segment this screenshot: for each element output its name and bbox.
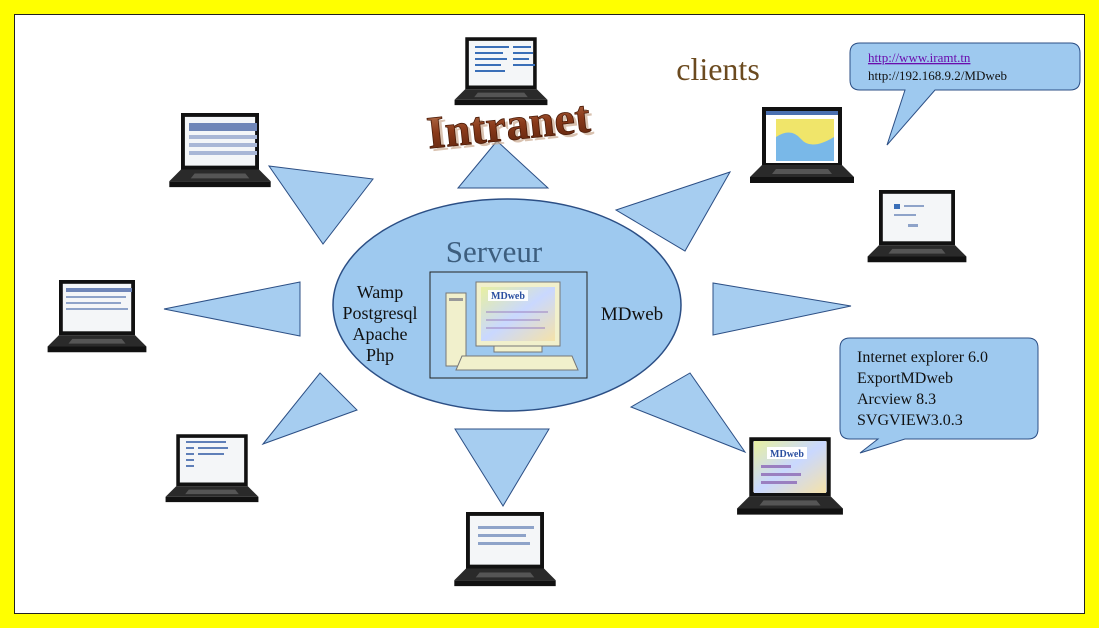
triangle-bottom	[454, 428, 550, 507]
client-laptop-top	[454, 37, 548, 106]
server-screen-logo: MDweb	[491, 291, 525, 302]
triangle-bottom-left	[261, 372, 358, 446]
server-title: Serveur	[446, 234, 543, 269]
client-laptop-bottom	[454, 512, 556, 587]
server-software-php: Php	[366, 345, 394, 365]
clients-label: clients	[676, 51, 760, 87]
requirements-line-1: Internet explorer 6.0	[857, 349, 988, 366]
server-app-label: MDweb	[601, 304, 663, 325]
server-tower	[445, 292, 467, 367]
triangle-right	[712, 282, 852, 336]
url-bubble	[849, 42, 1081, 146]
inner-frame-border	[14, 14, 1085, 614]
server-keyboard	[455, 355, 579, 371]
client-laptop-top-left	[169, 113, 271, 188]
url-bubble-address: http://192.168.9.2/MDweb	[868, 68, 1007, 83]
triangle-top-right	[614, 171, 732, 252]
client-screen-logo: MDweb	[770, 449, 804, 460]
triangle-left	[163, 281, 301, 337]
triangle-top	[456, 140, 550, 189]
requirements-line-2: ExportMDweb	[857, 370, 953, 387]
server-computer: MDweb	[429, 271, 588, 379]
url-bubble-link[interactable]: http://www.iramt.tn	[868, 50, 971, 65]
intranet-title: Intranet Intranet	[424, 90, 596, 161]
requirements-line-3: Arcview 8.3	[857, 391, 936, 408]
triangle-bottom-right	[629, 372, 747, 454]
connection-triangles	[163, 140, 852, 507]
server-software-apache: Apache	[353, 324, 408, 344]
client-laptop-bottom-left	[165, 434, 259, 503]
triangle-top-left	[267, 165, 374, 245]
server-stand	[493, 345, 543, 353]
requirements-bubble	[839, 337, 1039, 454]
intranet-title-text: Intranet	[424, 91, 593, 159]
client-laptop-right	[867, 190, 967, 263]
server-software-postgresql: Postgresql	[342, 303, 417, 323]
requirements-line-4: SVGVIEW3.0.3	[857, 412, 963, 429]
client-laptop-bottom-right: MDweb	[737, 437, 843, 515]
client-laptop-left	[47, 280, 147, 353]
client-laptop-top-right	[750, 107, 854, 183]
server-software-wamp: Wamp	[357, 282, 404, 302]
